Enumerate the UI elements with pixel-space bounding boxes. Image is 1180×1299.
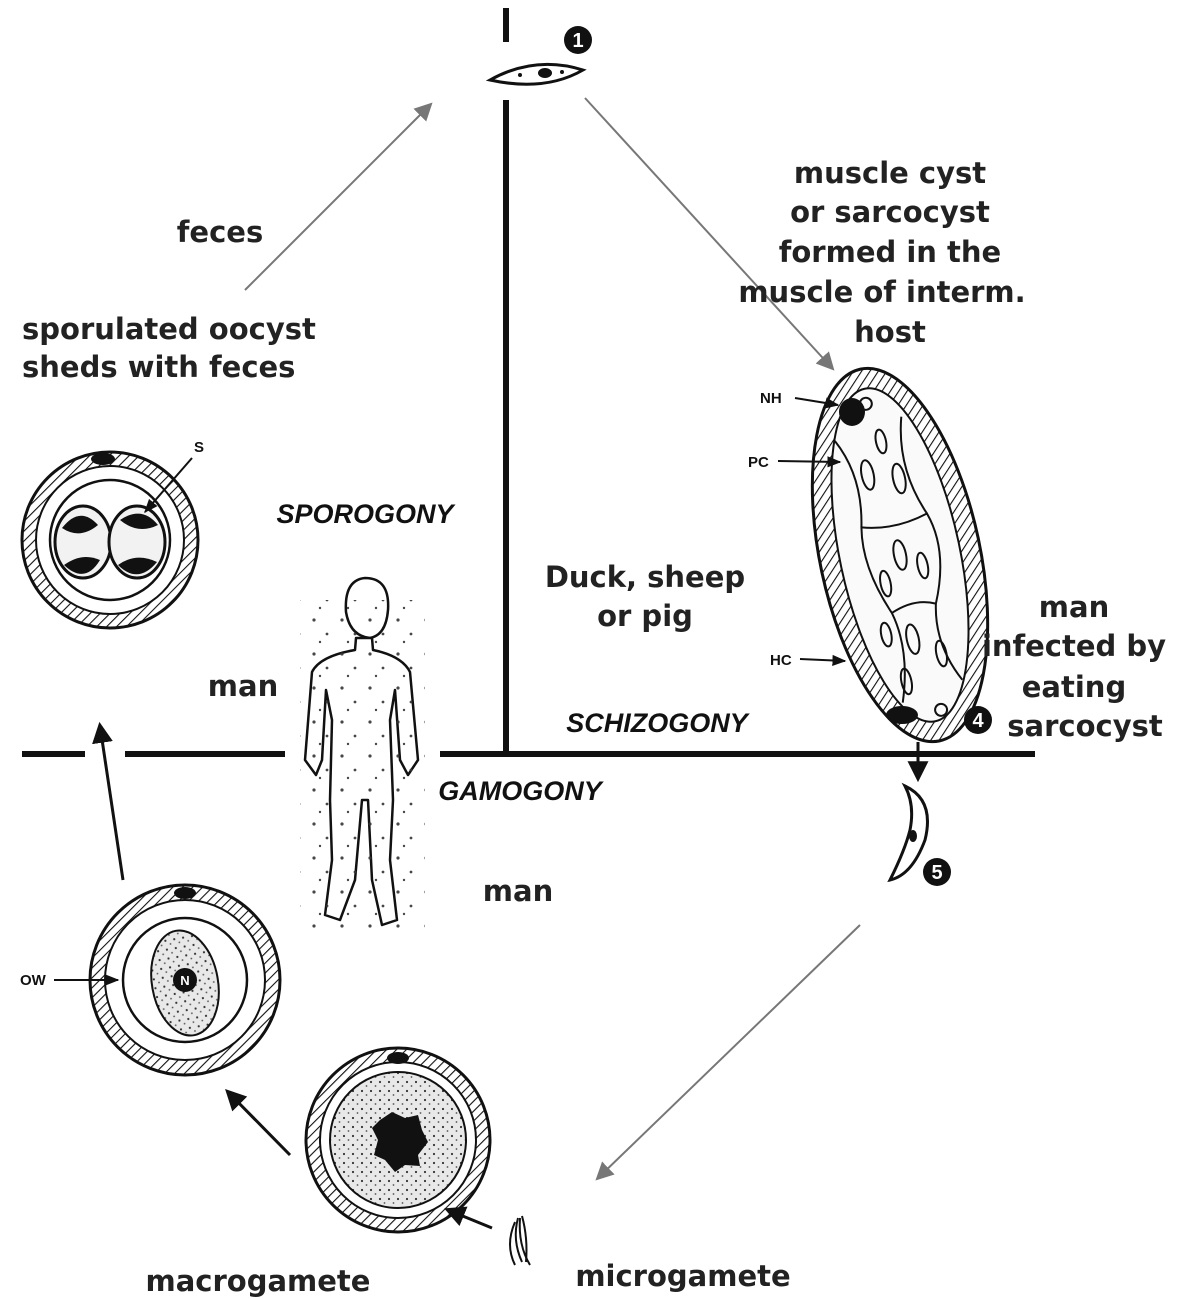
- intermediate-host-line1: Duck, sheep: [545, 560, 745, 594]
- arrow-stage1-to-sarcocyst: [585, 98, 832, 368]
- stage-1-organism: [490, 64, 583, 84]
- ow-label: OW: [20, 972, 47, 989]
- sporulated-label-line1: sporulated oocyst: [22, 312, 316, 346]
- microgamete-flagellum: [510, 1216, 530, 1265]
- step-5-number: 5: [931, 862, 942, 884]
- muscle-cyst-line5: host: [854, 315, 926, 349]
- step-1-badge: 1: [564, 26, 592, 54]
- step-4-number: 4: [972, 710, 984, 732]
- schizogony-label: SCHIZOGONY: [566, 708, 751, 738]
- step-5-badge: 5: [923, 858, 951, 886]
- arrow-feces-to-stage1: [245, 105, 430, 290]
- fertilization-cell: [306, 1048, 490, 1232]
- man-upper-label: man: [208, 669, 278, 703]
- muscle-cyst-line1: muscle cyst: [794, 156, 986, 190]
- step-1-number: 1: [572, 30, 583, 52]
- gamogony-label: GAMOGONY: [438, 776, 604, 806]
- infected-line4: sarcocyst: [1007, 709, 1163, 743]
- muscle-cyst-line4: muscle of interm.: [738, 275, 1025, 309]
- sarcocyst: [782, 353, 1018, 758]
- arrow-stage5-to-gamete: [598, 925, 860, 1178]
- macrogamete-label: macrogamete: [146, 1264, 371, 1298]
- hc-pointer: [800, 659, 845, 661]
- arrow-macrogamete-to-oocyst: [100, 726, 123, 880]
- n-label: N: [180, 973, 189, 988]
- infected-line3: eating: [1022, 670, 1126, 704]
- feces-label: feces: [177, 215, 263, 249]
- intermediate-host-line2: or pig: [597, 599, 693, 633]
- pc-label: PC: [748, 454, 769, 471]
- hc-label: HC: [770, 652, 792, 669]
- microgamete-label: microgamete: [575, 1259, 790, 1293]
- infected-line1: man: [1039, 590, 1109, 624]
- nh-label: NH: [760, 390, 782, 407]
- macrogamete-cell: N: [90, 885, 280, 1075]
- muscle-cyst-line3: formed in the: [779, 235, 1001, 269]
- step-4-badge: 4: [964, 706, 992, 734]
- sporulated-label-line2: sheds with feces: [22, 350, 295, 384]
- stage-5-organism: [890, 786, 928, 880]
- arrow-gamete-to-macrogamete: [228, 1092, 290, 1155]
- sporogony-label: SPOROGONY: [276, 499, 456, 529]
- s-label: S: [194, 439, 204, 456]
- human-figure: [300, 578, 425, 930]
- man-lower-label: man: [483, 874, 553, 908]
- infected-line2: infected by: [982, 629, 1166, 663]
- sporulated-oocyst: [22, 452, 198, 628]
- arrow-microgamete: [448, 1210, 492, 1228]
- pc-pointer: [778, 461, 840, 462]
- muscle-cyst-line2: or sarcocyst: [790, 195, 990, 229]
